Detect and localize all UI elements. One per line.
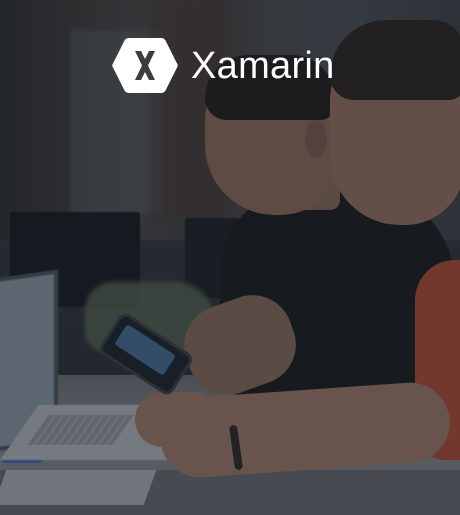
xamarin-logo[interactable]: Xamarin <box>112 38 335 93</box>
person-right-hand <box>135 392 220 447</box>
pen <box>2 457 42 463</box>
person-right-hair <box>330 20 460 100</box>
person-left-hair <box>205 55 335 120</box>
person-left-ear <box>305 120 327 158</box>
brand-name: Xamarin <box>191 44 335 87</box>
xamarin-hexagon-x-logo-icon <box>112 38 178 93</box>
